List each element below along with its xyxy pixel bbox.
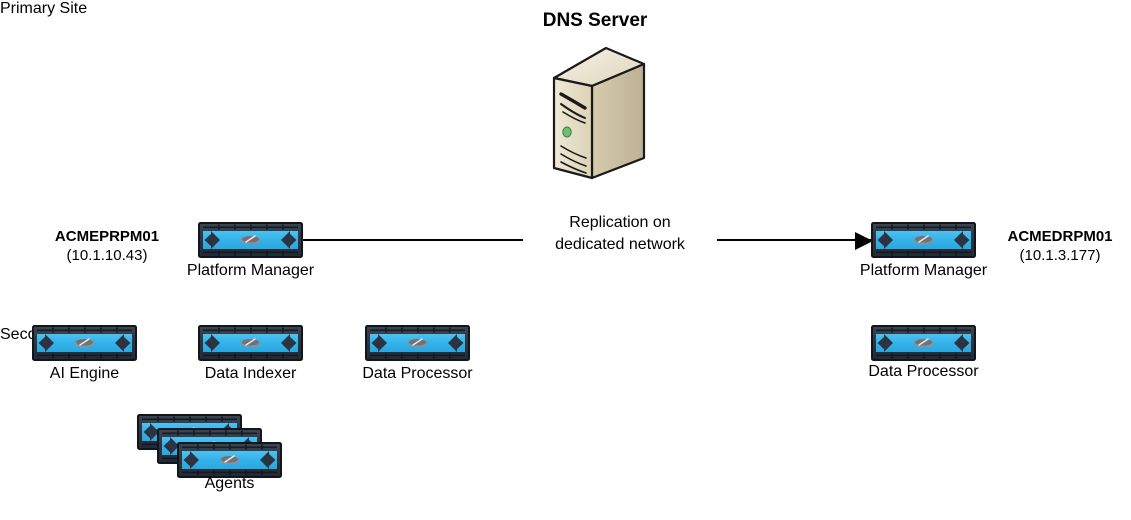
primary-site-title: Primary Site [0,0,88,17]
device-primary-data-processor[interactable] [365,325,470,361]
secondary-host-name: ACMEDRPM01 [1007,228,1113,245]
device-label-primary-platform-manager: Platform Manager [186,262,315,279]
device-label-primary-data-processor: Data Processor [362,365,473,382]
device-label-primary-agents: Agents [204,475,255,492]
primary-host-ip: (10.1.10.43) [66,246,148,264]
device-label-primary-data-indexer: Data Indexer [204,365,297,382]
device-secondary-platform-manager[interactable] [871,222,976,258]
arrow-right-icon [855,232,873,250]
secondary-host-caption: ACMEDRPM01 (10.1.3.177) [995,228,1125,266]
replication-label-line1: Replication on [569,214,671,231]
device-secondary-data-processor[interactable] [871,325,976,361]
device-label-primary-ai-engine: AI Engine [49,365,120,382]
primary-host-name: ACMEPRPM01 [54,228,160,245]
server-tower-icon [540,42,650,182]
device-label-secondary-platform-manager: Platform Manager [859,262,988,279]
device-label-secondary-data-processor: Data Processor [868,363,979,380]
device-primary-agents-front[interactable] [177,442,282,478]
secondary-host-ip: (10.1.3.177) [1019,246,1101,264]
device-primary-data-indexer[interactable] [198,325,303,361]
dns-server-title: DNS Server [542,10,648,31]
device-primary-ai-engine[interactable] [32,325,137,361]
device-primary-platform-manager[interactable] [198,222,303,258]
replication-label-line2: dedicated network [555,235,685,253]
primary-host-caption: ACMEPRPM01 (10.1.10.43) [42,228,172,266]
replication-label: Replication on dedicated network [523,211,717,257]
